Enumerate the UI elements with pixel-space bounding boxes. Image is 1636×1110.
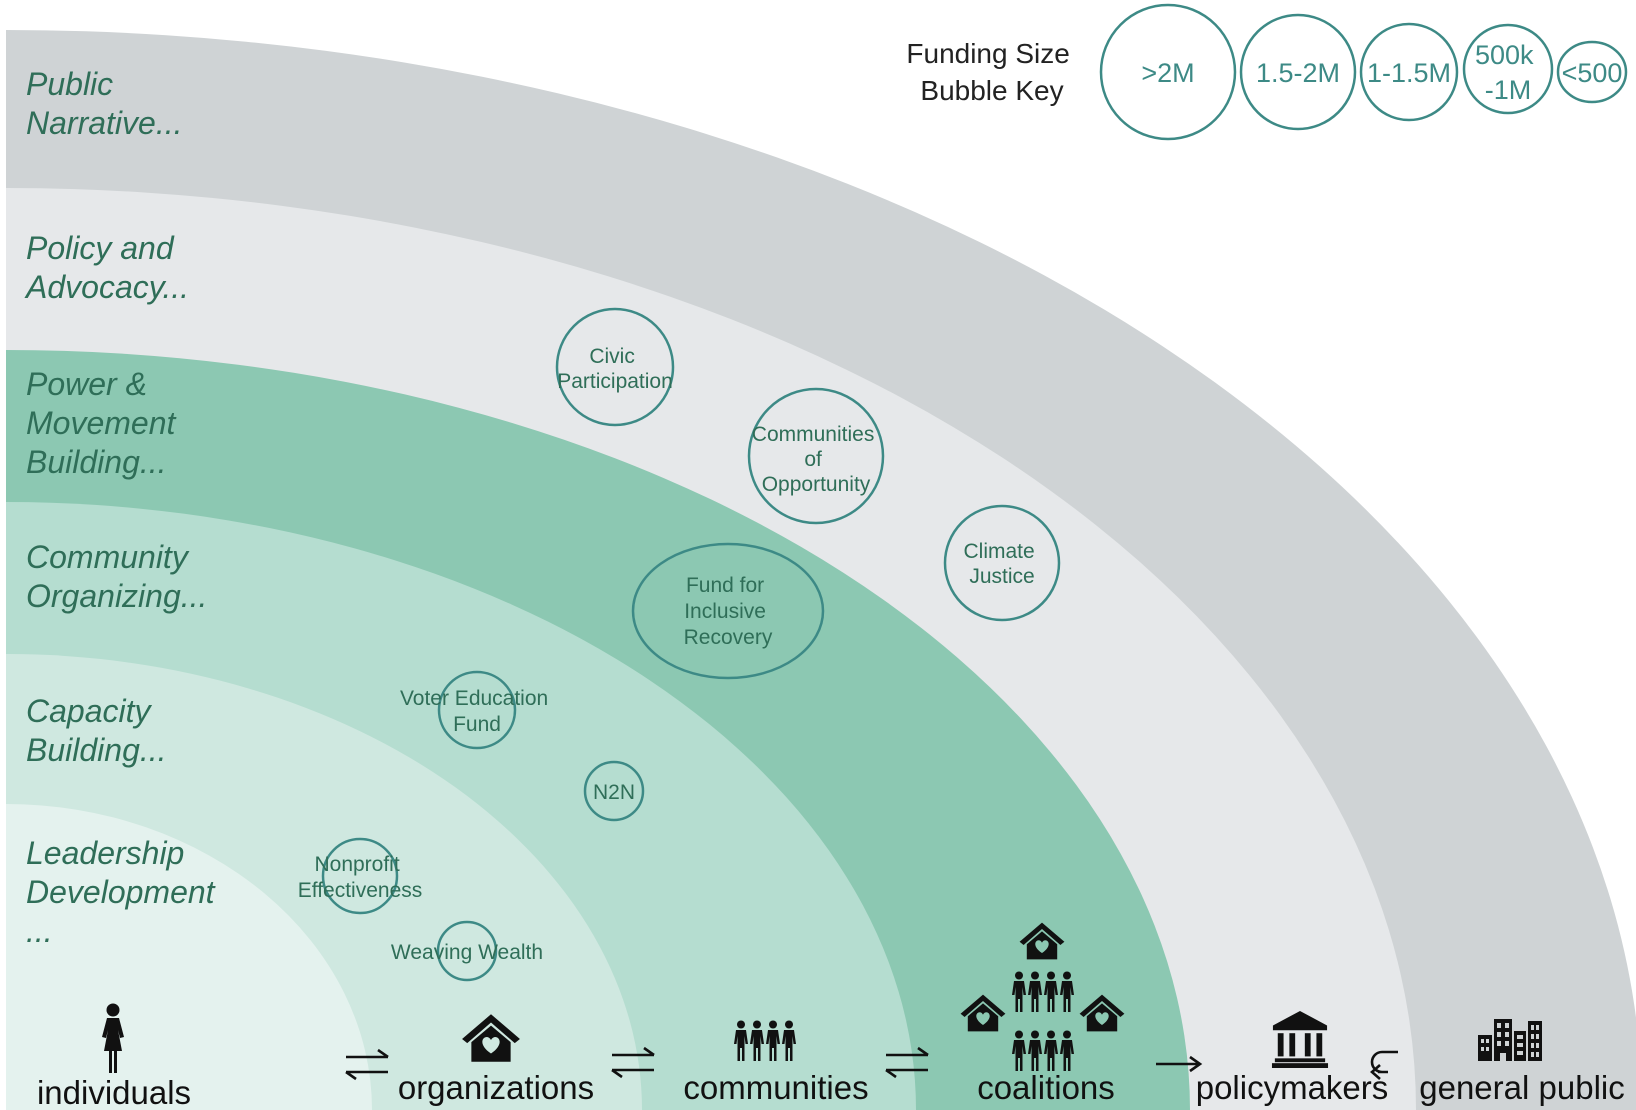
bubble-label: Inclusive xyxy=(684,600,766,623)
band-label-line: Building... xyxy=(26,732,167,768)
right-arrow-icon xyxy=(1156,1055,1203,1073)
entity-label-coalitions: coalitions xyxy=(977,1069,1115,1106)
band-label-line: Movement xyxy=(26,405,177,441)
svg-text:Climate Justice: Climate Justice xyxy=(963,540,1040,588)
bubble-fund-for-inclusive-recovery[interactable]: Fund for Inclusive Recovery xyxy=(631,542,825,680)
band-label-line: Building... xyxy=(26,444,167,480)
key-bubble-1-1-5m: 1-1.5M xyxy=(1359,22,1459,122)
key-title-line: Bubble Key xyxy=(920,75,1063,106)
key-title-line: Funding Size xyxy=(906,38,1069,69)
svg-text:Communities of: Communities of Opportunity xyxy=(752,423,880,496)
bubble-label: Climate xyxy=(963,540,1034,563)
entity-label-individuals: individuals xyxy=(37,1074,191,1110)
key-bubble-label: 1-1.5M xyxy=(1367,58,1451,88)
band-label-power-movement: Power & Movement Building... xyxy=(26,366,184,480)
bubble-label: Fund for xyxy=(686,574,764,597)
svg-text:>2M: >2M xyxy=(1141,58,1194,88)
bubble-weaving-wealth[interactable]: Weaving Wealth xyxy=(391,920,543,982)
bubble-label: Fund xyxy=(453,713,501,736)
double-arrow-icon xyxy=(885,1046,929,1079)
bubble-nonprofit-effectiveness[interactable]: Nonprofit Effectiveness xyxy=(298,837,423,915)
entity-label-general-public: general public xyxy=(1419,1069,1624,1106)
entity-label-communities: communities xyxy=(683,1069,868,1106)
svg-text:1.5-2M: 1.5-2M xyxy=(1256,58,1340,88)
svg-text:N2N: N2N xyxy=(593,781,635,804)
band-label-line: Capacity xyxy=(26,693,153,729)
svg-text:Voter Education Fund: Voter Education Fund xyxy=(400,687,554,736)
key-bubble-label: >2M xyxy=(1141,58,1194,88)
double-arrow-icon xyxy=(345,1048,389,1081)
band-label-line: Community xyxy=(26,539,190,575)
band-label-public-narrative: Public Narrative... xyxy=(26,66,182,141)
bubble-label: Effectiveness xyxy=(298,879,423,902)
band-label-capacity-building: Capacity Building... xyxy=(26,693,167,768)
bubble-label: Voter Education xyxy=(400,687,548,710)
band-label-line: Leadership xyxy=(26,835,184,871)
key-bubble-500k-1m: 500k -1M xyxy=(1462,23,1554,115)
bubble-n2n[interactable]: N2N xyxy=(583,760,645,822)
key-bubble-under-500: <500 xyxy=(1556,40,1628,104)
bubble-label: Nonprofit xyxy=(314,853,399,876)
band-label-policy-advocacy: Policy and Advocacy... xyxy=(24,230,189,305)
svg-text:Civic Participation: Civic Participation xyxy=(557,345,673,393)
band-label-line: Public xyxy=(26,66,113,102)
funding-bubbles: Civic Participation Communities of Oppor… xyxy=(298,307,1061,982)
return-arrow-icon xyxy=(1370,1050,1398,1080)
key-bubble-label: -1M xyxy=(1485,75,1532,105)
svg-text:Nonprofit Effectivenes: Nonprofit Effectiveness xyxy=(298,853,423,902)
band-label-community-organizing: Community Organizing... xyxy=(26,539,207,614)
entity-labels: individuals organizations communities co… xyxy=(37,1069,1625,1110)
band-label-line: Power & xyxy=(26,366,147,402)
bubble-label: Weaving Wealth xyxy=(391,941,543,964)
key-bubble-label: <500 xyxy=(1562,58,1623,88)
bubble-label: Justice xyxy=(969,565,1034,588)
connectors xyxy=(345,1046,1398,1081)
bubble-label: of xyxy=(804,448,822,471)
band-label-line: Development xyxy=(26,874,216,910)
band-label-line: Narrative... xyxy=(26,105,182,141)
band-label-line: Organizing... xyxy=(26,578,207,614)
band-label-leadership-development: Leadership Development ... xyxy=(26,835,223,949)
key-bubble-label: 1.5-2M xyxy=(1256,58,1340,88)
svg-text:500k -1M: 500k -1M xyxy=(1475,40,1541,105)
bubble-communities-of-opportunity[interactable]: Communities of Opportunity xyxy=(747,387,885,525)
key-title: Funding Size Bubble Key xyxy=(906,38,1077,106)
funding-size-key: Funding Size Bubble Key >2M 1.5-2M 1-1.5… xyxy=(906,3,1628,141)
bubble-label: Civic xyxy=(589,345,635,368)
band-leadership-development xyxy=(6,804,372,1110)
bubble-label: Communities xyxy=(752,423,875,446)
bubble-climate-justice[interactable]: Climate Justice xyxy=(943,504,1061,622)
svg-text:1-1.5M: 1-1.5M xyxy=(1367,58,1451,88)
key-bubble-1-5-2m: 1.5-2M xyxy=(1239,13,1357,131)
band-labels: Public Narrative... Policy and Advocacy.… xyxy=(24,66,223,949)
bubble-label: Participation xyxy=(557,370,673,393)
key-bubble-label: 500k xyxy=(1475,40,1534,70)
band-label-line: Policy and xyxy=(26,230,175,266)
bands-group xyxy=(6,30,1636,1110)
entity-label-organizations: organizations xyxy=(398,1069,594,1106)
band-label-line: Advocacy... xyxy=(24,269,189,305)
svg-text:<500: <500 xyxy=(1562,58,1623,88)
bubble-label: Opportunity xyxy=(762,473,871,496)
bubble-voter-education-fund[interactable]: Voter Education Fund xyxy=(400,670,554,750)
svg-text:Weaving Wealth: Weaving Wealth xyxy=(391,941,543,964)
double-arrow-icon xyxy=(611,1046,655,1079)
bubble-label: Recovery xyxy=(684,626,773,649)
svg-text:Fund for Inclusive: Fund for Inclusive Recovery xyxy=(684,574,773,649)
bubble-civic-participation[interactable]: Civic Participation xyxy=(555,307,675,427)
entity-label-policymakers: policymakers xyxy=(1196,1069,1389,1106)
key-bubble-over-2m: >2M xyxy=(1099,3,1237,141)
band-label-line: ... xyxy=(26,913,53,949)
bubble-label: N2N xyxy=(593,781,635,804)
